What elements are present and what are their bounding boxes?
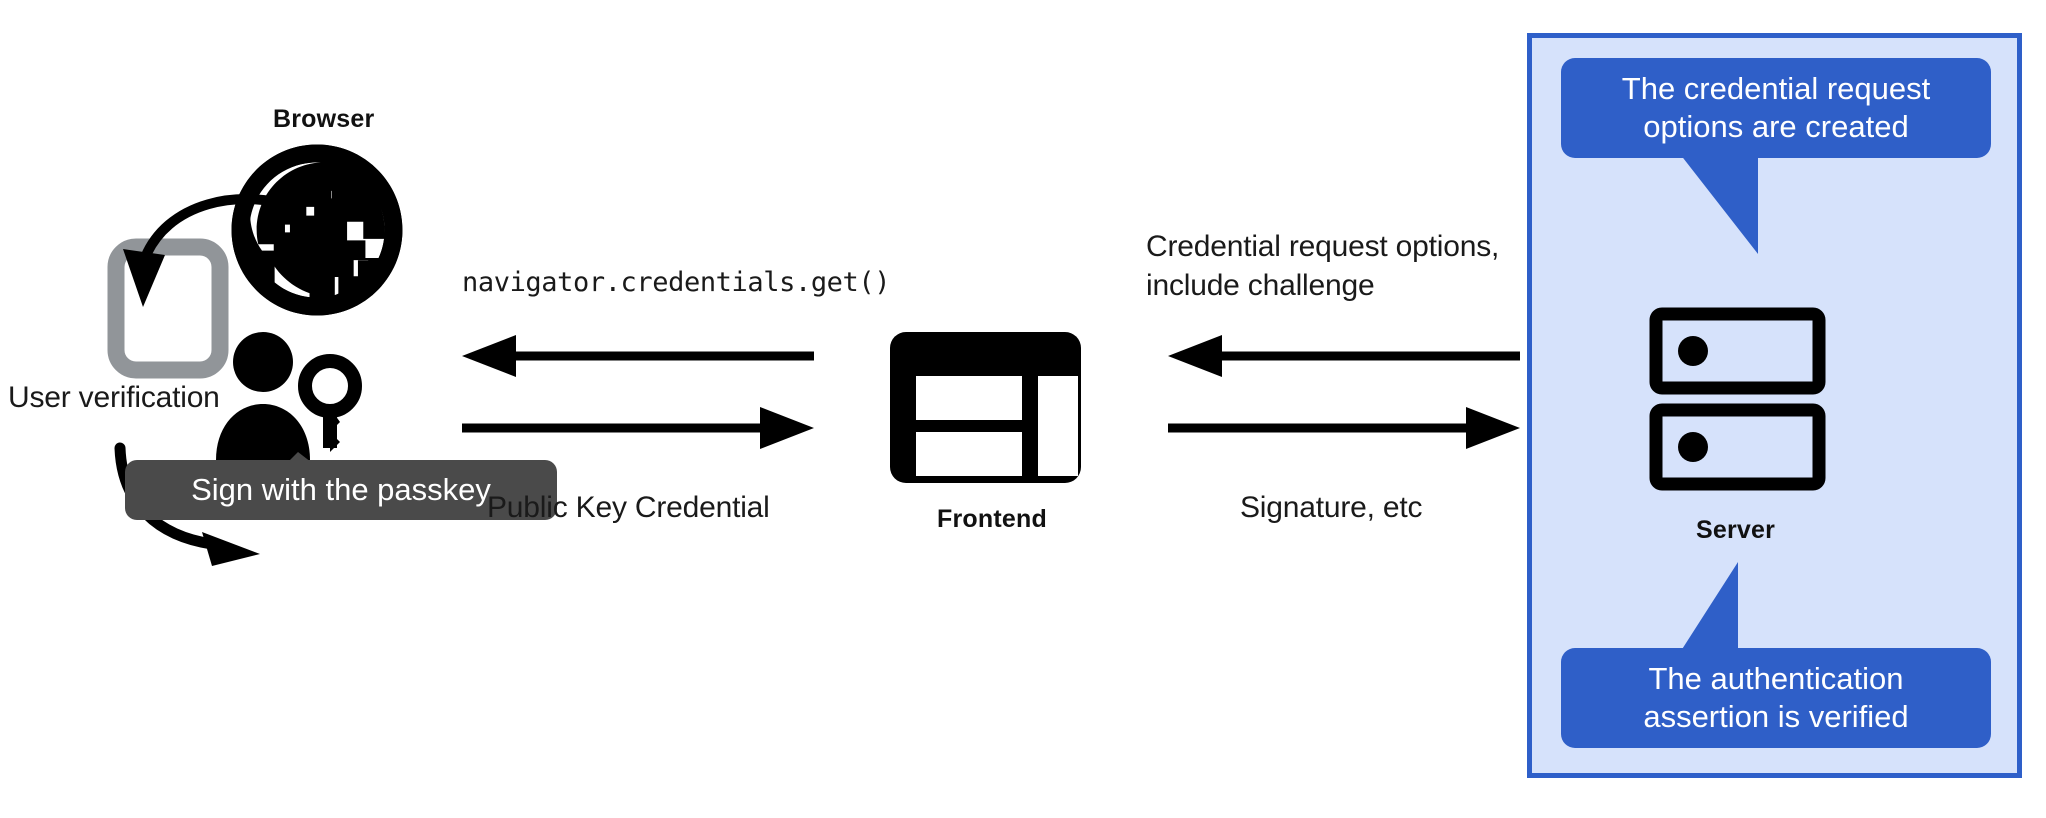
- passkey-tooltip: Sign with the passkey: [125, 460, 557, 520]
- callout-top-tail: [1640, 152, 1880, 262]
- mobile-phone-icon: [107, 238, 229, 379]
- globe-icon: [228, 141, 406, 319]
- signature-etc-label: Signature, etc: [1240, 491, 1423, 524]
- arrow-frontend-to-browser: [462, 334, 814, 378]
- user-verification-label: User verification: [8, 381, 220, 414]
- server-icon: [1649, 307, 1826, 491]
- callout-bottom-tail: [1620, 560, 1860, 670]
- user-with-key-icon: [198, 330, 378, 470]
- public-key-credential-label: Public Key Credential: [487, 491, 770, 524]
- callout-authentication-assertion: The authentication assertion is verified: [1561, 648, 1991, 748]
- arrow-server-to-frontend: [1168, 334, 1520, 378]
- browser-label: Browser: [273, 105, 375, 133]
- navigator-credentials-get-label: navigator.credentials.get(): [462, 267, 891, 298]
- credential-request-options-label: Credential request options, include chal…: [1146, 230, 1500, 302]
- arrow-browser-to-frontend: [462, 406, 814, 450]
- frontend-label: Frontend: [937, 505, 1047, 533]
- arrow-browser-to-phone: [95, 185, 325, 335]
- server-label: Server: [1696, 516, 1776, 544]
- arrow-frontend-to-server: [1168, 406, 1520, 450]
- frontend-icon: [888, 330, 1083, 485]
- callout-credential-request-options: The credential request options are creat…: [1561, 58, 1991, 158]
